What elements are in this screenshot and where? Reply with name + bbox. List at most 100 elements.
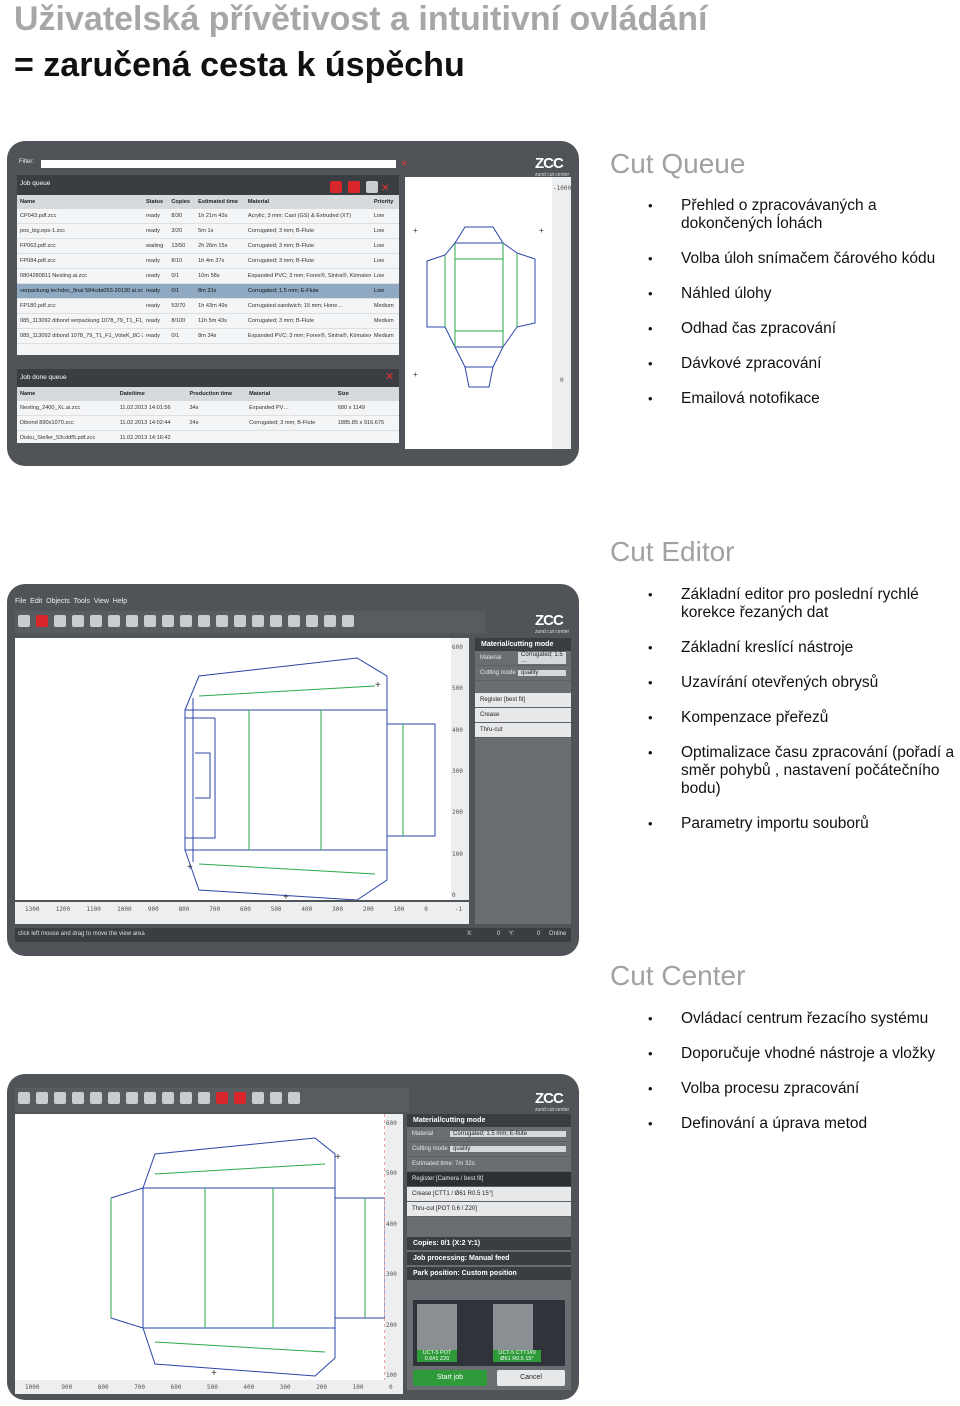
fit-icon[interactable] — [288, 1092, 300, 1104]
copy-icon[interactable] — [108, 615, 120, 627]
job-processing-header[interactable]: Job processing: Manual feed — [407, 1252, 571, 1265]
open-icon[interactable] — [54, 615, 66, 627]
zoom-icon[interactable] — [234, 615, 246, 627]
clear-filter-icon[interactable]: ✕ — [401, 159, 408, 168]
column-header[interactable]: Copies — [168, 195, 196, 209]
stop-icon[interactable] — [234, 1092, 246, 1104]
cancel-button[interactable]: Cancel — [497, 1370, 565, 1386]
mirror-icon[interactable] — [90, 1092, 102, 1104]
job-done-title: Job done queue — [20, 374, 67, 381]
align-icon[interactable] — [162, 1092, 174, 1104]
ellipse-icon[interactable] — [324, 615, 336, 627]
new-icon[interactable] — [18, 615, 30, 627]
refresh-icon[interactable] — [54, 1092, 66, 1104]
line-icon[interactable] — [288, 615, 300, 627]
cutting-mode-select[interactable]: quality — [450, 1146, 566, 1152]
park-position-header[interactable]: Park position: Custom position — [407, 1267, 571, 1280]
menu-objects[interactable]: Objects — [46, 598, 70, 605]
hand-icon[interactable] — [252, 1092, 264, 1104]
column-header[interactable]: Estimated time — [195, 195, 245, 209]
undo-icon[interactable] — [72, 615, 84, 627]
column-header[interactable]: Name — [17, 387, 117, 401]
pointer-icon[interactable] — [270, 615, 282, 627]
settings-icon[interactable] — [366, 180, 378, 193]
table-cell: Corrugated; 3 mm; B-Flute — [244, 313, 371, 329]
cutting-mode-select[interactable]: quality — [518, 670, 566, 676]
column-header[interactable]: Name — [17, 195, 143, 209]
menu-edit[interactable]: Edit — [30, 598, 43, 605]
hand-icon[interactable] — [216, 615, 228, 627]
layer-row[interactable]: Thru-cut — [475, 723, 571, 738]
crease-icon[interactable] — [330, 180, 342, 193]
column-header[interactable]: Size — [334, 387, 399, 401]
rotate-icon[interactable] — [108, 1092, 120, 1104]
remove-icon[interactable]: ✕ — [381, 183, 390, 194]
editor-toolbar — [15, 611, 485, 633]
globe-icon[interactable] — [198, 1092, 210, 1104]
layers-icon[interactable] — [126, 1092, 138, 1104]
group-icon[interactable] — [144, 615, 156, 627]
redo-icon[interactable] — [90, 615, 102, 627]
close-path-icon[interactable] — [180, 615, 192, 627]
material-select[interactable]: Corrugated; 1.5 mm; E-flute — [450, 1131, 566, 1137]
group-icon[interactable] — [180, 1092, 192, 1104]
copies-header[interactable]: Copies: 0/1 (X:2 Y:1) — [407, 1237, 571, 1250]
list-item: Optimalizace času zpracování (pořadí a s… — [648, 744, 960, 798]
start-job-button[interactable]: Start job — [413, 1370, 487, 1386]
table-row[interactable]: 085_113092 dibond 1078_79_T1_F1_VoteK_8C… — [17, 328, 399, 344]
job-preview[interactable]: + + + — [405, 177, 571, 449]
center-canvas[interactable]: + + — [15, 1114, 403, 1380]
column-header[interactable]: Material — [246, 387, 335, 401]
fit-icon[interactable] — [252, 615, 264, 627]
node-icon[interactable] — [162, 615, 174, 627]
save-icon[interactable] — [36, 615, 48, 627]
zoom-icon[interactable] — [270, 1092, 282, 1104]
email-icon[interactable] — [348, 180, 360, 193]
filter-input[interactable] — [41, 160, 396, 168]
remove-done-icon[interactable]: ✕ — [385, 371, 395, 383]
ruler-label: 600 — [452, 644, 463, 651]
node-icon[interactable] — [144, 1092, 156, 1104]
layer-row[interactable]: Crease — [475, 708, 571, 723]
column-header[interactable]: Status — [142, 195, 169, 209]
menu-tools[interactable]: Tools — [73, 598, 90, 605]
table-cell: 11.02.2013 14:01:56 — [116, 401, 187, 416]
align-icon[interactable] — [198, 615, 210, 627]
menu-view[interactable]: View — [93, 598, 109, 605]
delete-icon[interactable] — [126, 615, 138, 627]
copy-icon[interactable] — [72, 1092, 84, 1104]
layer-row[interactable]: Register [best fit] — [475, 693, 571, 708]
text-icon[interactable] — [342, 615, 354, 627]
ruler-label: 600 — [386, 1120, 397, 1127]
column-header[interactable]: Date/time — [116, 387, 187, 401]
table-cell: 8/100 — [168, 313, 196, 329]
editor-canvas[interactable]: + + + — [15, 638, 469, 903]
column-header[interactable]: Priority — [370, 195, 399, 209]
layer-row[interactable]: Register [Camera / best fit] — [407, 1172, 571, 1187]
redo-icon[interactable] — [36, 1092, 48, 1104]
menu-file[interactable]: File — [15, 598, 27, 605]
column-header[interactable]: Material — [244, 195, 371, 209]
table-row[interactable]: verpackung techdoc_final 584cda053-20130… — [17, 283, 399, 299]
material-select[interactable]: Corrugated; 1.5 … — [518, 652, 566, 664]
layer-row[interactable]: Thru-cut [POT 0.6 / Z20] — [407, 1202, 571, 1217]
column-header[interactable]: Production time — [186, 387, 247, 401]
rect-icon[interactable] — [306, 615, 318, 627]
table-cell: 11h 5m 43s — [195, 313, 245, 329]
table-row[interactable]: 085_113092 dibond verpackung 1078_79_T1_… — [17, 313, 399, 329]
undo-icon[interactable] — [18, 1092, 30, 1104]
menu-help[interactable]: Help — [112, 598, 128, 605]
layer-row[interactable]: Crease [CTT1 / Ø61 R0.5 15°] — [407, 1187, 571, 1202]
cutting-mode-label: Cutting mode — [480, 670, 516, 676]
email-icon[interactable] — [216, 1092, 228, 1104]
